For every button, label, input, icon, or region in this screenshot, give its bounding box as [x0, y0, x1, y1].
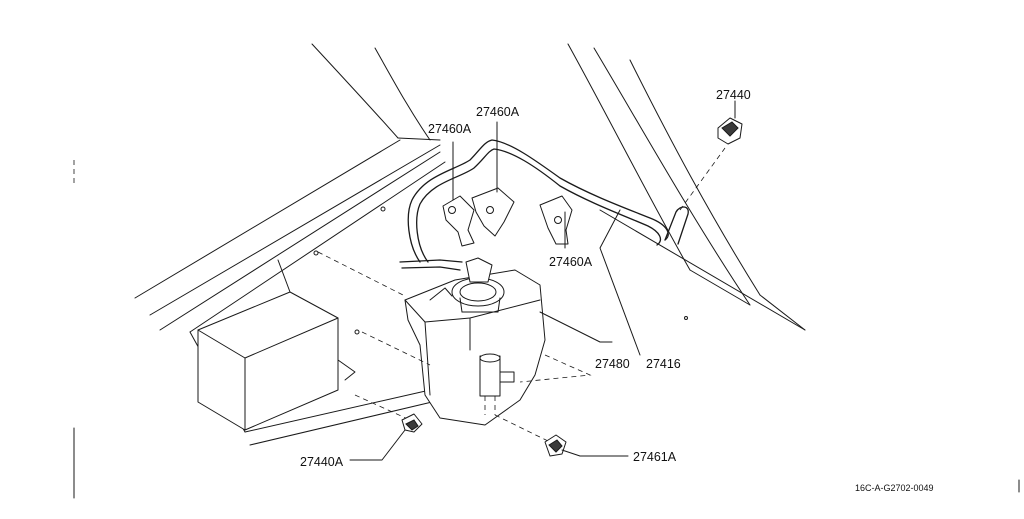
grommet-27461A: [544, 434, 567, 457]
washer-tank-27480: [317, 251, 592, 443]
label-27461A: 27461A: [633, 450, 677, 464]
nozzle-27440: [717, 117, 743, 145]
vehicle-body-lines: [73, 43, 1020, 499]
washer-hose-27416: [399, 139, 726, 271]
label-27416: 27416: [646, 357, 681, 371]
label-27460A-right: 27460A: [549, 255, 593, 269]
label-27480: 27480: [595, 357, 630, 371]
hose-clip-27460A-middle: [471, 121, 515, 237]
document-number: 16C-A-G2702-0049: [855, 483, 934, 493]
hose-clip-27460A-right: [539, 195, 573, 249]
label-27460A-top: 27460A: [476, 105, 520, 119]
leader-lines: [349, 100, 736, 461]
hose-clip-27460A-left: [442, 141, 475, 247]
label-27440A: 27440A: [300, 455, 344, 469]
grommet-27440A: [401, 413, 423, 433]
battery: [197, 259, 356, 431]
label-27460A-left: 27460A: [428, 122, 472, 136]
label-27440: 27440: [716, 88, 751, 102]
